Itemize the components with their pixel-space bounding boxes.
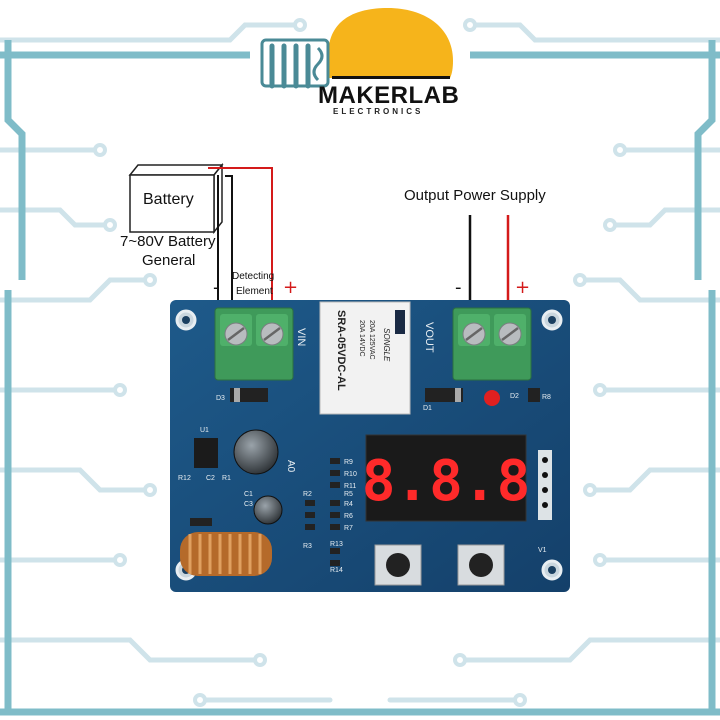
output-plus-sign: +	[515, 277, 531, 298]
c2-label: C2	[206, 475, 215, 482]
r12-label: R12	[178, 475, 191, 482]
battery-spec: 7~80V Battery	[120, 233, 216, 250]
battery-label: Battery	[143, 191, 194, 208]
battery-type: General	[142, 252, 196, 269]
d2-label: D2	[510, 393, 519, 400]
input-terminal	[214, 307, 294, 381]
relay-rating-1: 20A 14VDC	[358, 320, 365, 357]
r8-label: R8	[542, 394, 551, 401]
r3-label: R3	[303, 543, 312, 550]
output-minus-sign: -	[455, 277, 462, 298]
inductor	[180, 532, 272, 576]
r1-label: R1	[222, 475, 231, 482]
r9-label: R9	[344, 459, 353, 466]
brand-tagline: ELECTRONICS	[333, 107, 424, 116]
v1-label: V1	[538, 547, 547, 554]
vout-label: VOUT	[423, 322, 435, 353]
relay-brand: SONGLE	[382, 328, 391, 362]
r6-label: R6	[344, 513, 353, 520]
detecting-line-1: Detecting	[232, 271, 275, 282]
r7-label: R7	[344, 525, 353, 532]
relay-model: SRA-05VDC-AL	[335, 310, 347, 391]
makerlab-logo	[260, 8, 453, 89]
c3-label: C3	[244, 501, 253, 508]
output-terminal	[452, 307, 532, 381]
button-k2	[457, 544, 505, 586]
display-readout: 8.8.8	[362, 449, 531, 514]
relay: SRA-05VDC-AL 20A 14VDC 20A 125VAC SONGLE	[319, 301, 411, 415]
relay-rating-2: 20A 125VAC	[368, 320, 375, 360]
seven-segment-display: 8.8.8	[362, 434, 531, 522]
r4-label: R4	[344, 501, 353, 508]
vin-label: VIN	[295, 328, 307, 346]
r11-label: R11	[344, 483, 356, 490]
pcb-board: VIN VOUT SRA-05VDC-AL 20A 14VDC 20A 125V…	[170, 300, 570, 592]
r2-label: R2	[303, 491, 312, 498]
r13-label: R13	[330, 541, 343, 548]
battery-icon	[128, 162, 224, 235]
detecting-line-2: Element	[236, 286, 273, 297]
u1-label: U1	[200, 427, 209, 434]
input-minus-sign: -	[213, 277, 220, 298]
d3-label: D3	[216, 395, 225, 402]
r10-label: R10	[344, 471, 357, 478]
cap-mark: A0	[285, 460, 296, 473]
button-k1	[374, 544, 422, 586]
d1-label: D1	[423, 405, 432, 412]
input-plus-sign: +	[283, 277, 299, 298]
brand-name: MAKERLAB	[318, 82, 460, 109]
r14-label: R14	[330, 567, 343, 574]
detecting-element-label: Detecting Element	[232, 269, 274, 299]
c1-label: C1	[244, 491, 253, 498]
output-power-label: Output Power Supply	[404, 187, 546, 204]
r5-label: R5	[344, 491, 353, 498]
